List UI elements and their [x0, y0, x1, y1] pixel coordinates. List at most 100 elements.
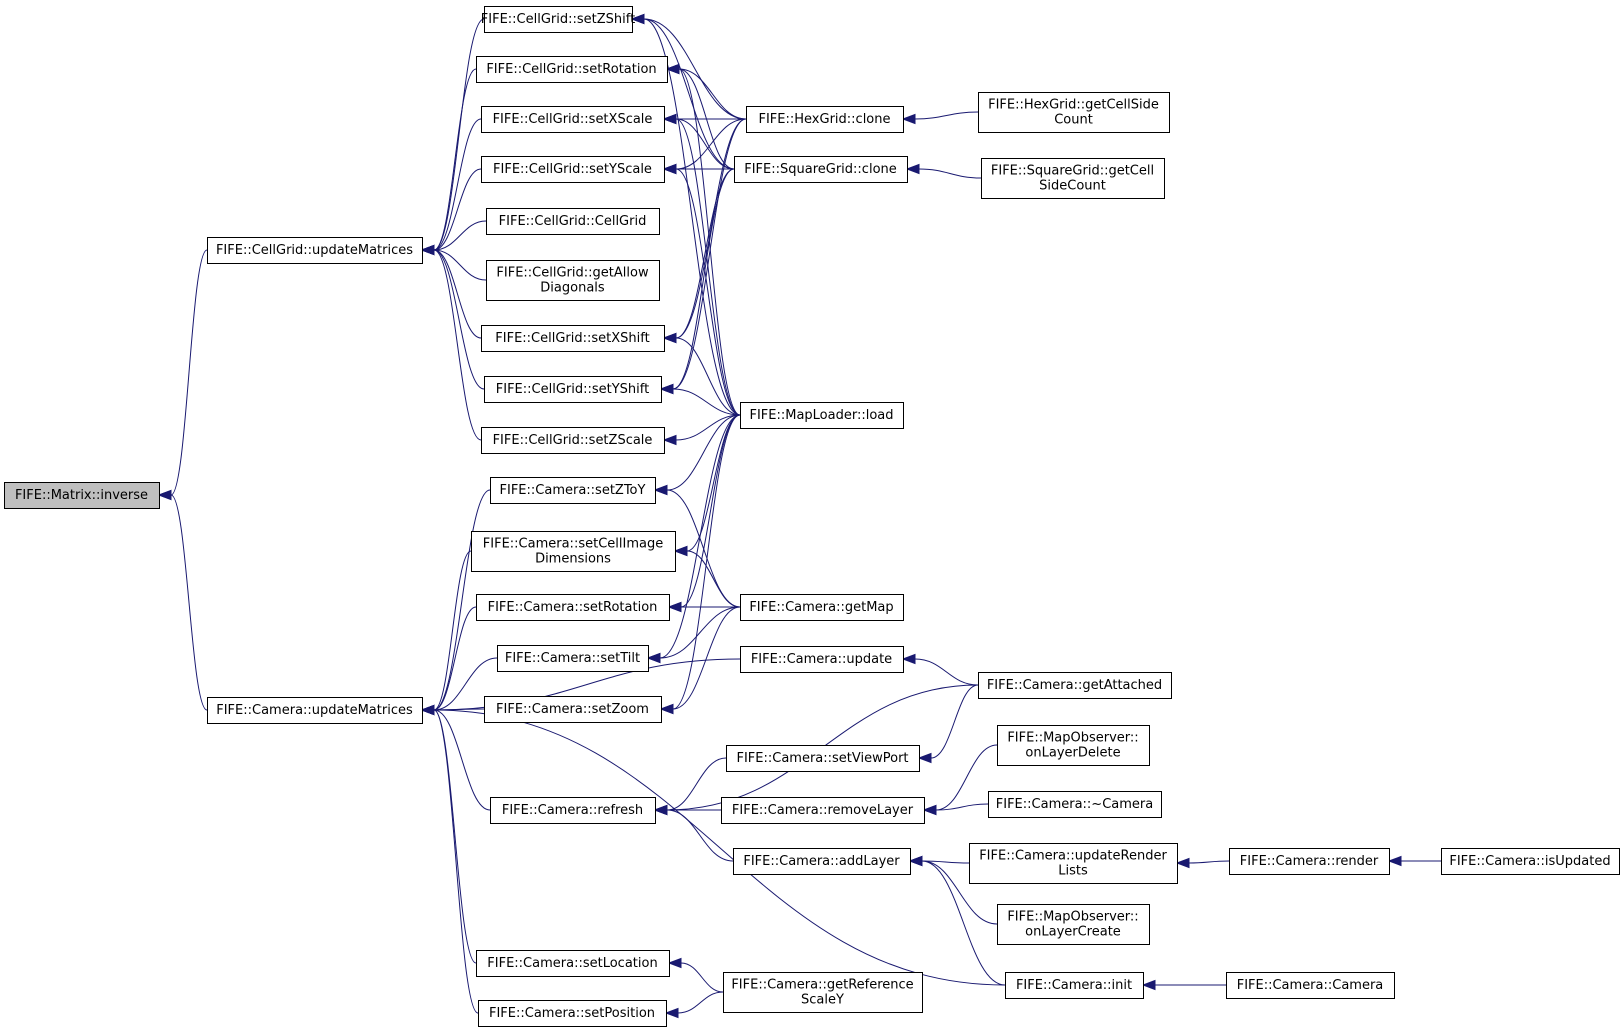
node-cam_setViewPort[interactable]: FIFE::Camera::setViewPort — [726, 745, 920, 772]
node-box — [978, 92, 1170, 133]
node-label: FIFE::Camera::setZToY — [500, 483, 646, 498]
node-cam_destructor[interactable]: FIFE::Camera::~Camera — [988, 791, 1162, 818]
arrowhead — [1141, 979, 1156, 991]
node-cam_init[interactable]: FIFE::Camera::init — [1005, 972, 1144, 999]
node-mo_onLayerDelete[interactable]: FIFE::MapObserver::onLayerDelete — [997, 725, 1150, 766]
edge-cam_getRefScaleY-to-cam_setLocation — [667, 957, 724, 993]
node-mo_onLayerCreate[interactable]: FIFE::MapObserver::onLayerCreate — [997, 904, 1150, 945]
node-cg_update[interactable]: FIFE::CellGrid::updateMatrices — [207, 237, 423, 264]
edge-line — [675, 168, 735, 339]
node-box — [484, 696, 662, 723]
edge-line — [672, 118, 747, 390]
node-cam_Camera[interactable]: FIFE::Camera::Camera — [1226, 972, 1395, 999]
node-box — [476, 950, 670, 977]
node-label: FIFE::Camera::Camera — [1237, 978, 1384, 993]
node-cg_setYScale[interactable]: FIFE::CellGrid::setYScale — [481, 156, 665, 183]
node-cam_refresh[interactable]: FIFE::Camera::refresh — [490, 797, 656, 824]
edge-line — [675, 337, 741, 416]
node-label: FIFE::MapLoader::load — [749, 408, 893, 423]
node-cam_setRotation[interactable]: FIFE::Camera::setRotation — [476, 594, 670, 621]
arrowhead — [420, 704, 435, 716]
node-cg_setXShift[interactable]: FIFE::CellGrid::setXShift — [481, 325, 665, 352]
node-cam_setZoom[interactable]: FIFE::Camera::setZoom — [484, 696, 662, 723]
node-cam_getMap[interactable]: FIFE::Camera::getMap — [740, 594, 904, 621]
node-cam_updateFn[interactable]: FIFE::Camera::update — [740, 646, 904, 673]
node-box — [471, 531, 676, 572]
node-sq_clone[interactable]: FIFE::SquareGrid::clone — [734, 156, 908, 183]
arrowhead — [662, 163, 677, 175]
node-label: FIFE::Camera::getAttached — [987, 678, 1162, 693]
node-label: FIFE::CellGrid::setZScale — [493, 433, 653, 448]
node-label: Lists — [1058, 864, 1088, 879]
node-cam_setLocation[interactable]: FIFE::Camera::setLocation — [476, 950, 670, 977]
node-inverse[interactable]: FIFE::Matrix::inverse — [4, 482, 160, 509]
node-box — [497, 645, 649, 672]
node-box — [478, 1000, 667, 1027]
node-cam_addLayer[interactable]: FIFE::Camera::addLayer — [733, 848, 911, 875]
edge-cam_getMap-to-cam_setCellImageDim — [673, 545, 741, 608]
node-cg_CellGrid[interactable]: FIFE::CellGrid::CellGrid — [486, 208, 660, 235]
node-cam_getAttached[interactable]: FIFE::Camera::getAttached — [978, 672, 1172, 699]
arrowhead — [901, 653, 916, 665]
node-box — [481, 427, 665, 454]
edge-line — [433, 168, 482, 251]
node-box — [4, 482, 160, 509]
node-maploader_load[interactable]: FIFE::MapLoader::load — [740, 402, 904, 429]
node-label: FIFE::SquareGrid::getCell — [991, 164, 1154, 179]
node-box — [740, 594, 904, 621]
edge-line — [935, 744, 998, 811]
node-cam_isUpdated[interactable]: FIFE::Camera::isUpdated — [1441, 848, 1620, 875]
node-box — [734, 156, 908, 183]
node-label: FIFE::SquareGrid::clone — [744, 162, 897, 177]
node-cg_setYShift[interactable]: FIFE::CellGrid::setYShift — [484, 376, 662, 403]
edge-cam_isUpdated-to-cam_render — [1387, 855, 1441, 867]
node-cg_setRotation[interactable]: FIFE::CellGrid::setRotation — [476, 56, 668, 83]
edge-cam_getMap-to-cam_setZoom — [659, 606, 741, 715]
node-box — [490, 797, 656, 824]
node-box — [486, 208, 660, 235]
edge-line — [433, 220, 487, 251]
edge-line — [672, 414, 741, 710]
edge-maploader_load-to-cg_setXScale — [662, 113, 741, 416]
edge-maploader_load-to-cg_setXShift — [662, 332, 741, 416]
arrowhead — [1175, 857, 1190, 869]
arrowhead — [653, 484, 668, 496]
node-cg_setZScale[interactable]: FIFE::CellGrid::setZScale — [481, 427, 665, 454]
edge-hex_clone-to-cg_setYShift — [659, 118, 747, 395]
edge-line — [914, 658, 979, 686]
edge-cam_Camera-to-cam_init — [1141, 979, 1226, 991]
node-cam_removeLayer[interactable]: FIFE::Camera::removeLayer — [721, 797, 925, 824]
node-label: FIFE::Camera::refresh — [502, 803, 643, 818]
node-cg_setXScale[interactable]: FIFE::CellGrid::setXScale — [481, 106, 665, 133]
edge-cam_getAttached-to-cam_setViewPort — [917, 684, 979, 764]
edge-cam_getMap-to-cam_setRotation — [667, 601, 741, 613]
node-box — [486, 260, 660, 301]
edge-sq_getCellSideCount-to-sq_clone — [905, 163, 982, 179]
node-label: FIFE::Camera::setRotation — [488, 600, 658, 615]
node-label: FIFE::Camera::removeLayer — [732, 803, 914, 818]
node-cam_render[interactable]: FIFE::Camera::render — [1229, 848, 1390, 875]
node-cam_setTilt[interactable]: FIFE::Camera::setTilt — [497, 645, 649, 672]
node-label: FIFE::CellGrid::setXShift — [495, 331, 649, 346]
node-cg_setZShift[interactable]: FIFE::CellGrid::setZShift — [481, 6, 635, 33]
arrowhead — [646, 652, 661, 664]
node-cam_setZToY[interactable]: FIFE::Camera::setZToY — [490, 477, 656, 504]
edge-cam_refresh-to-cam_update — [420, 704, 491, 811]
edge-cg_setYShift-to-cg_update — [420, 244, 485, 390]
node-box — [733, 848, 911, 875]
node-cam_setPosition[interactable]: FIFE::Camera::setPosition — [478, 1000, 667, 1027]
edge-line — [433, 489, 491, 711]
edge-line — [433, 606, 477, 711]
node-label: FIFE::CellGrid::setXScale — [493, 112, 653, 127]
node-label: FIFE::Camera::setLocation — [487, 956, 657, 971]
edge-line — [921, 860, 1006, 986]
node-hex_clone[interactable]: FIFE::HexGrid::clone — [746, 106, 904, 133]
node-cam_update[interactable]: FIFE::Camera::updateMatrices — [207, 697, 423, 724]
node-label: FIFE::Camera::setZoom — [496, 702, 649, 717]
